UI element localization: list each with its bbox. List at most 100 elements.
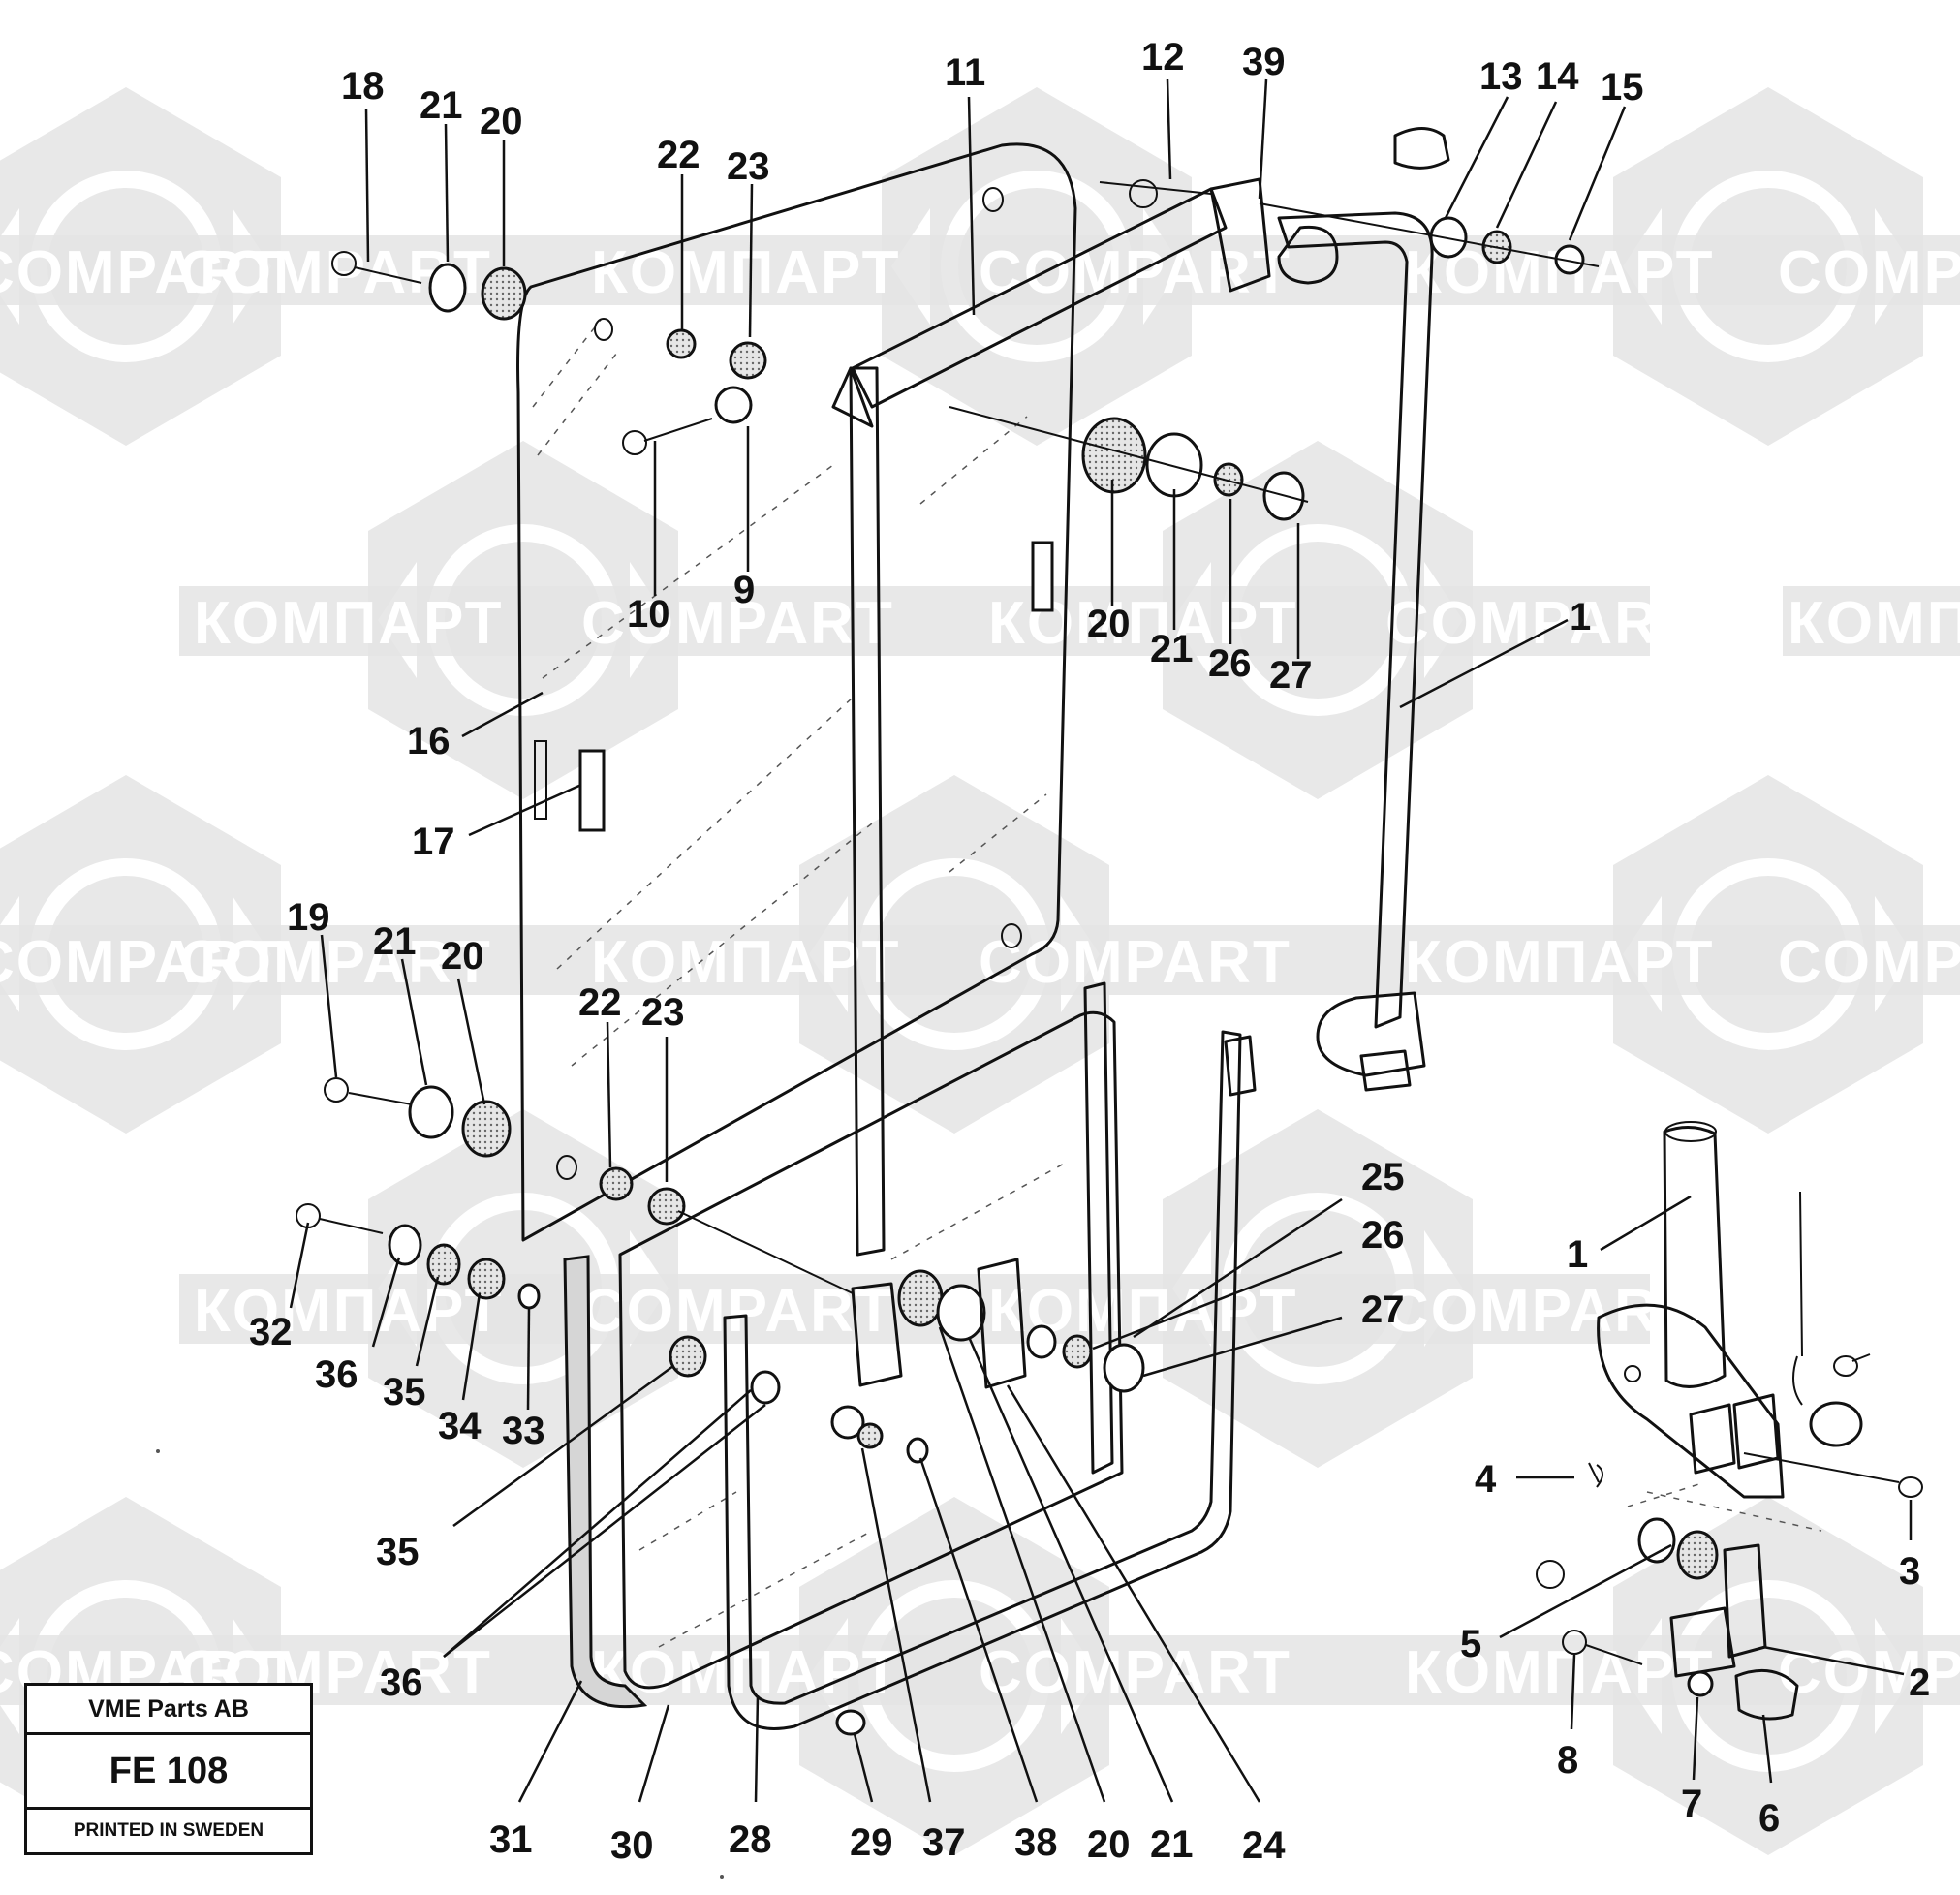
- lower-glass-pane: [618, 1010, 1124, 1690]
- callout-35: 35: [383, 1371, 426, 1413]
- watermark-text: COMPART: [179, 929, 492, 996]
- callout-25: 25: [1361, 1156, 1405, 1198]
- watermark-text: КОМПАРТ: [194, 1278, 503, 1345]
- latch-plate: [1277, 225, 1339, 285]
- hardware-upper-right: [949, 179, 1600, 521]
- callout-1: 1: [1567, 1233, 1588, 1276]
- callout-3: 3: [1899, 1550, 1920, 1593]
- watermark-text: COMPART: [1385, 590, 1698, 657]
- callout-27: 27: [1269, 654, 1313, 697]
- lower-frame-28: [723, 1030, 1242, 1730]
- watermark-text: COMPART: [581, 590, 894, 657]
- title-block-company: VME Parts AB: [27, 1686, 310, 1735]
- lower-bracket: [851, 1282, 903, 1387]
- watermark-text: COMPART: [979, 929, 1291, 996]
- callout-2: 2: [1909, 1662, 1930, 1704]
- callout-22: 22: [578, 981, 622, 1024]
- callout-30: 30: [610, 1824, 654, 1867]
- callout-1: 1: [1570, 596, 1591, 638]
- callout-31: 31: [489, 1818, 533, 1861]
- hanger-foot: [1316, 991, 1426, 1077]
- watermark-text: КОМПАРТ: [591, 1639, 900, 1706]
- callout-17: 17: [412, 821, 455, 863]
- watermark-text: КОМПАРТ: [1405, 929, 1714, 996]
- callout-35: 35: [376, 1531, 420, 1573]
- upper-glass-pane: [516, 142, 1077, 1242]
- callout-21: 21: [1150, 1823, 1194, 1866]
- callout-20: 20: [1087, 603, 1131, 645]
- callout-6: 6: [1758, 1797, 1780, 1840]
- callout-27: 27: [1361, 1289, 1405, 1331]
- callout-39: 39: [1242, 41, 1286, 83]
- callout-16: 16: [407, 720, 451, 762]
- title-block-printed: PRINTED IN SWEDEN: [73, 1820, 264, 1841]
- watermark-text: COMPART: [1778, 239, 1960, 306]
- hanger-clip: [1359, 1049, 1412, 1092]
- callout-12: 12: [1141, 36, 1185, 78]
- frame-lug: [1224, 1035, 1257, 1097]
- frame-post: [1083, 981, 1114, 1475]
- callout-21: 21: [420, 84, 463, 127]
- channel-cap: [831, 366, 874, 428]
- title-block-drawing-code: FE 108: [27, 1735, 310, 1810]
- watermark-text: COMPART: [0, 929, 284, 996]
- rail-bracket-39: [1209, 177, 1271, 293]
- watermark-text: COMPART: [979, 1639, 1291, 1706]
- callout-9: 9: [733, 569, 755, 611]
- callout-38: 38: [1014, 1821, 1058, 1864]
- callout-8: 8: [1557, 1739, 1578, 1782]
- watermark-text: COMPART: [581, 1278, 894, 1345]
- callout-21: 21: [373, 920, 417, 963]
- callout-26: 26: [1361, 1214, 1405, 1257]
- callout-4: 4: [1475, 1458, 1497, 1501]
- pivot-top: [1393, 127, 1450, 170]
- callout-18: 18: [341, 65, 385, 108]
- hardware-lower-left: [296, 1077, 929, 1736]
- callout-20: 20: [480, 100, 523, 142]
- watermark-text: КОМПАРТ: [1405, 1639, 1714, 1706]
- callout-32: 32: [249, 1311, 293, 1353]
- callout-23: 23: [727, 145, 770, 188]
- parts-line-art: [296, 127, 1923, 1736]
- callout-34: 34: [438, 1405, 482, 1447]
- watermark-text: КОМПАРТ: [194, 590, 503, 657]
- watermark-text: COMPART: [1778, 929, 1960, 996]
- callout-20: 20: [441, 935, 484, 978]
- leader-lines: [289, 78, 1913, 1803]
- callout-33: 33: [502, 1410, 545, 1452]
- watermark-text: КОМПАРТ: [591, 239, 900, 306]
- callout-28: 28: [729, 1818, 772, 1861]
- watermark-text: COMPART: [1385, 1278, 1698, 1345]
- vertical-channel: [849, 366, 886, 1257]
- callout-36: 36: [315, 1353, 358, 1396]
- callout-20: 20: [1087, 1823, 1131, 1866]
- hardware-upper-left: [331, 251, 767, 455]
- callout-26: 26: [1208, 642, 1252, 685]
- watermark-text: КОМПАРТ: [591, 929, 900, 996]
- watermark-text: COMPART: [0, 239, 284, 306]
- callout-29: 29: [850, 1821, 893, 1864]
- callout-10: 10: [627, 593, 670, 636]
- callout-37: 37: [922, 1821, 966, 1864]
- callout-24: 24: [1242, 1824, 1286, 1867]
- upper-rail-bar: [851, 187, 1228, 409]
- callout-labels: 18 21 20 22 23 11 12 39 13 14 15 10 9 20…: [249, 36, 1930, 1867]
- watermark-text: КОМПАРТ: [1788, 590, 1960, 657]
- callout-14: 14: [1536, 55, 1579, 98]
- title-block: VME Parts AB FE 108 PRINTED IN SWEDEN: [24, 1683, 313, 1855]
- watermark-text: COMPART: [1778, 1639, 1960, 1706]
- callout-5: 5: [1460, 1623, 1481, 1665]
- callout-7: 7: [1681, 1783, 1702, 1825]
- callout-22: 22: [657, 134, 700, 176]
- callout-23: 23: [641, 991, 685, 1034]
- callout-21: 21: [1150, 628, 1194, 670]
- callout-36: 36: [380, 1662, 423, 1704]
- callout-15: 15: [1601, 66, 1644, 109]
- hardware-lower-right: [897, 1258, 1145, 1393]
- detail-view: [1536, 1121, 1923, 1721]
- hanger-arm: [1277, 211, 1434, 1029]
- callout-13: 13: [1479, 55, 1523, 98]
- callout-19: 19: [287, 896, 330, 939]
- callout-11: 11: [945, 51, 985, 94]
